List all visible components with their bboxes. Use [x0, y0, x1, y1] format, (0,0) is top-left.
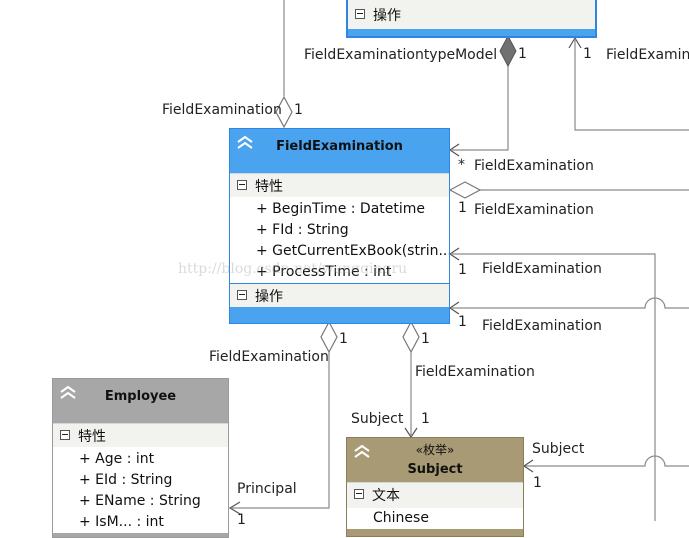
section-label: 特性 — [78, 429, 106, 445]
section-label: 操作 — [255, 289, 283, 305]
label-subject: Subject — [351, 411, 404, 427]
label-multiplicity: 1 — [421, 331, 430, 347]
label-multiplicity: 1 — [294, 102, 303, 118]
attribute-list: + BeginTime : Datetime + FId : String + … — [230, 197, 449, 283]
attribute-item[interactable]: + GetCurrentExBook(strin... — [230, 241, 449, 262]
class-employee[interactable]: Employee 特性 + Age : int + EId : String +… — [52, 378, 229, 538]
label-multiplicity: 1 — [339, 331, 348, 347]
connector-principal — [232, 352, 330, 509]
collapse-toggle-icon[interactable] — [237, 290, 247, 300]
label-multiplicity: 1 — [458, 262, 467, 278]
enum-literal-list: Chinese — [347, 508, 523, 529]
label-fe-left: FieldExamination — [162, 102, 282, 118]
label-multiplicity: 1 — [458, 200, 467, 216]
composition-diamond — [499, 34, 517, 68]
arrowhead-principal — [228, 501, 241, 515]
section-label: 特性 — [255, 179, 283, 195]
double-chevron-up-icon[interactable] — [235, 135, 255, 149]
connector-layer — [228, 0, 689, 521]
section-label: 操作 — [373, 8, 401, 24]
aggregation-diamond-right — [448, 181, 482, 199]
watermark: http://blog.csdn.net/wangqingru — [178, 261, 408, 277]
aggregation-diamond-bottom-mid — [402, 320, 420, 354]
label-fe-bottom-mid: FieldExamination — [415, 364, 535, 380]
attributes-section[interactable]: 特性 — [230, 173, 449, 197]
attribute-list: + Age : int + EId : String + EName : Str… — [53, 447, 228, 533]
arrowhead-r2 — [448, 247, 460, 261]
class-header: FieldExamination — [230, 129, 449, 173]
connector-top-right — [574, 40, 689, 131]
attribute-item[interactable]: + EId : String — [53, 470, 228, 491]
top-class-operations-section[interactable]: 操作 — [348, 0, 595, 29]
attribute-item[interactable]: + BeginTime : Datetime — [230, 199, 449, 220]
label-multiplicity: 1 — [237, 512, 246, 528]
label-fe-r2: FieldExamination — [482, 261, 602, 277]
label-multiplicity: 1 — [421, 411, 430, 427]
arrowhead-subject-right — [522, 459, 534, 473]
connector-right-3 — [452, 297, 689, 309]
double-chevron-up-icon[interactable] — [58, 385, 78, 399]
operations-section[interactable]: 操作 — [230, 283, 449, 307]
label-fe-bottom-left: FieldExamination — [209, 349, 329, 365]
aggregation-diamond-left — [275, 95, 293, 129]
class-title: Employee — [104, 389, 177, 404]
class-header: Employee — [53, 379, 228, 423]
label-fe-r1: FieldExamination — [474, 202, 594, 218]
label-fe-r3: FieldExamination — [482, 318, 602, 334]
label-multiplicity: 1 — [518, 46, 527, 62]
class-title: Subject — [407, 462, 463, 477]
section-label: 文本 — [372, 488, 400, 504]
arrowhead-top-right — [568, 36, 582, 49]
double-chevron-up-icon[interactable] — [352, 444, 372, 458]
attribute-item[interactable]: + Age : int — [53, 449, 228, 470]
collapse-toggle-icon[interactable] — [355, 9, 365, 19]
label-multiplicity: 1 — [533, 475, 542, 491]
label-principal: Principal — [237, 481, 297, 497]
connector-subject-right — [524, 455, 689, 467]
label-multiplicity: 1 — [458, 314, 467, 330]
label-subject-right: Subject — [532, 441, 585, 457]
enum-literal[interactable]: Chinese — [347, 508, 523, 529]
attributes-section[interactable]: 特性 — [53, 423, 228, 447]
attribute-item[interactable]: + IsM... : int — [53, 512, 228, 533]
label-fe-right-top: FieldExamina — [606, 47, 689, 63]
label-fe-star: FieldExamination — [474, 158, 594, 174]
class-header: «枚举» Subject — [347, 438, 523, 482]
aggregation-diamond-bottom-left — [320, 320, 338, 354]
arrowhead-r3 — [448, 301, 460, 315]
collapse-toggle-icon[interactable] — [237, 180, 247, 190]
collapse-toggle-icon[interactable] — [354, 489, 364, 499]
attribute-item[interactable]: + EName : String — [53, 491, 228, 512]
attribute-item[interactable]: + ProcessTime : int — [230, 262, 449, 283]
arrowhead-star — [448, 143, 460, 157]
label-multiplicity: 1 — [583, 46, 592, 62]
class-field-examination[interactable]: FieldExamination 特性 + BeginTime : Dateti… — [229, 128, 450, 324]
connector-type-model — [452, 66, 509, 151]
enum-subject[interactable]: «枚举» Subject 文本 Chinese — [346, 437, 524, 537]
text-section[interactable]: 文本 — [347, 482, 523, 508]
class-title: FieldExamination — [276, 139, 403, 154]
label-multiplicity-star: * — [458, 157, 465, 173]
label-multiplicity: 1 — [607, 0, 616, 4]
stereotype-label: «枚举» — [415, 443, 455, 457]
attribute-item[interactable]: + FId : String — [230, 220, 449, 241]
top-class-box[interactable]: 操作 — [346, 0, 597, 38]
label-fe-type-model: FieldExaminationtypeModel — [304, 47, 498, 63]
collapse-toggle-icon[interactable] — [60, 430, 70, 440]
connector-right-2 — [452, 253, 656, 521]
